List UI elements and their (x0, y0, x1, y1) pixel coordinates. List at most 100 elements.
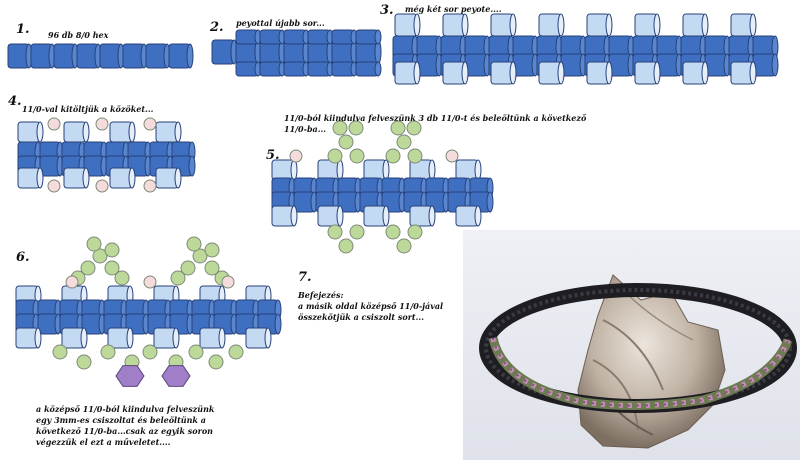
step-3-hex-bead (442, 13, 469, 37)
step-6-seed-bead (180, 260, 196, 276)
step-6-seed-bead (186, 236, 202, 252)
step-1-hex-bead (76, 43, 102, 69)
step-2-hex-bead (235, 29, 262, 45)
step-5-seed-bead (349, 148, 365, 164)
step-5-seed-bead (385, 148, 401, 164)
step-1-hex-bead (168, 43, 194, 69)
step-6-hex-bead (245, 327, 272, 349)
step-3-hex-bead (634, 61, 661, 85)
step-1-hex-bead (53, 43, 79, 69)
step-6-seed-bead (192, 248, 208, 264)
step-5-number: 5. (266, 148, 280, 163)
step-5-seed-bead (332, 120, 348, 136)
step-6-hex-bead (107, 327, 134, 349)
step-4-hex-bead (17, 167, 44, 189)
step-5-seed-bead (349, 224, 365, 240)
step-3-hex-bead (442, 61, 469, 85)
step-6-seed-bead (86, 236, 102, 252)
step-2-hex-bead (283, 61, 310, 77)
step-4-hex-bead (155, 167, 182, 189)
step-3-hex-bead (586, 13, 613, 37)
step-3-hex-bead (634, 13, 661, 37)
step-4-hex-bead (155, 121, 182, 143)
step-5-caption: 11/0-ból kiindulva felveszünk 3 db 11/0-… (284, 113, 587, 134)
step-5-seed-bead (445, 149, 459, 163)
step-2-hex-bead (355, 29, 382, 45)
step-5-seed-bead (385, 224, 401, 240)
step-5-hex-bead (363, 205, 390, 227)
step-4-hex-bead (63, 167, 90, 189)
step-6-seed-bead (92, 248, 108, 264)
step-6-hex-bead (61, 327, 88, 349)
step-6-seed-bead (170, 270, 186, 286)
step-3-caption: még két sor peyote.... (405, 4, 502, 14)
step-6-seed-bead (52, 344, 68, 360)
step-5-seed-bead (390, 120, 406, 136)
step-4-hex-bead (17, 121, 44, 143)
step-4-hex-bead (109, 121, 136, 143)
step-1-hex-bead (7, 43, 33, 69)
step-6-seed-bead (228, 344, 244, 360)
step-6-seed-bead (204, 242, 220, 258)
step-6-caption: a középső 11/0-ból kiindulva felveszünk … (36, 404, 215, 447)
step-4-seed-bead (95, 179, 109, 193)
step-4-seed-bead (95, 117, 109, 131)
step-4-hex-bead (63, 121, 90, 143)
step-5-seed-bead (407, 148, 423, 164)
bracelet-photo (463, 230, 800, 460)
step-4-caption: 11/0-val kitöltjük a közöket... (22, 104, 154, 114)
step-6-hex-bead (15, 327, 42, 349)
step-6-seed-bead (142, 344, 158, 360)
step-5-hex-bead (271, 205, 298, 227)
step-5-seed-bead (338, 134, 354, 150)
step-5-seed-bead (327, 148, 343, 164)
step-3-hex-bead (752, 53, 779, 77)
step-6-crystal-bead (161, 365, 191, 387)
step-1-hex-bead (122, 43, 148, 69)
step-4-seed-bead (47, 117, 61, 131)
step-3-hex-bead (394, 13, 421, 37)
step-5-hex-bead (363, 159, 390, 181)
step-3-hex-bead (682, 13, 709, 37)
step-2-hex-bead (259, 29, 286, 45)
step-1-hex-bead (99, 43, 125, 69)
step-5-seed-bead (289, 149, 303, 163)
step-7-title: Befejezés: (298, 290, 344, 300)
step-5-seed-bead (396, 238, 412, 254)
step-3-hex-bead (538, 13, 565, 37)
step-3-hex-bead (656, 53, 683, 77)
step-5-hex-bead (317, 159, 344, 181)
step-1-hex-bead (30, 43, 56, 69)
step-5-hex-bead (317, 205, 344, 227)
step-6-seed-bead (65, 275, 79, 289)
step-3-hex-bead (752, 35, 779, 59)
step-5-seed-bead (407, 224, 423, 240)
step-4-hex-bead (39, 155, 64, 177)
step-6-seed-bead (204, 260, 220, 276)
step-5-hex-bead (455, 159, 482, 181)
step-5-seed-bead (406, 120, 422, 136)
step-2-hex-bead (307, 61, 334, 77)
step-3-hex-bead (464, 53, 491, 77)
step-6-seed-bead (80, 260, 96, 276)
step-3-hex-bead (730, 13, 757, 37)
step-6-seed-bead (143, 275, 157, 289)
step-6-crystal-bead (115, 365, 145, 387)
step-2-hex-bead (331, 61, 358, 77)
step-6-seed-bead (188, 344, 204, 360)
step-3-hex-bead (512, 53, 539, 77)
step-1-hex-bead (145, 43, 171, 69)
step-2-caption: peyottal újabb sor... (236, 18, 325, 28)
step-5-hex-bead (293, 191, 318, 213)
step-4-hex-bead (109, 167, 136, 189)
step-5-hex-bead (409, 205, 436, 227)
step-6-seed-bead (208, 354, 224, 370)
step-6-number: 6. (16, 250, 30, 265)
step-2-hex-bead (211, 39, 238, 65)
step-6-seed-bead (221, 275, 235, 289)
step-3-hex-bead (682, 61, 709, 85)
step-7-number: 7. (298, 270, 312, 285)
step-1-caption: 96 db 8/0 hex (48, 30, 109, 40)
step-2-hex-bead (259, 61, 286, 77)
